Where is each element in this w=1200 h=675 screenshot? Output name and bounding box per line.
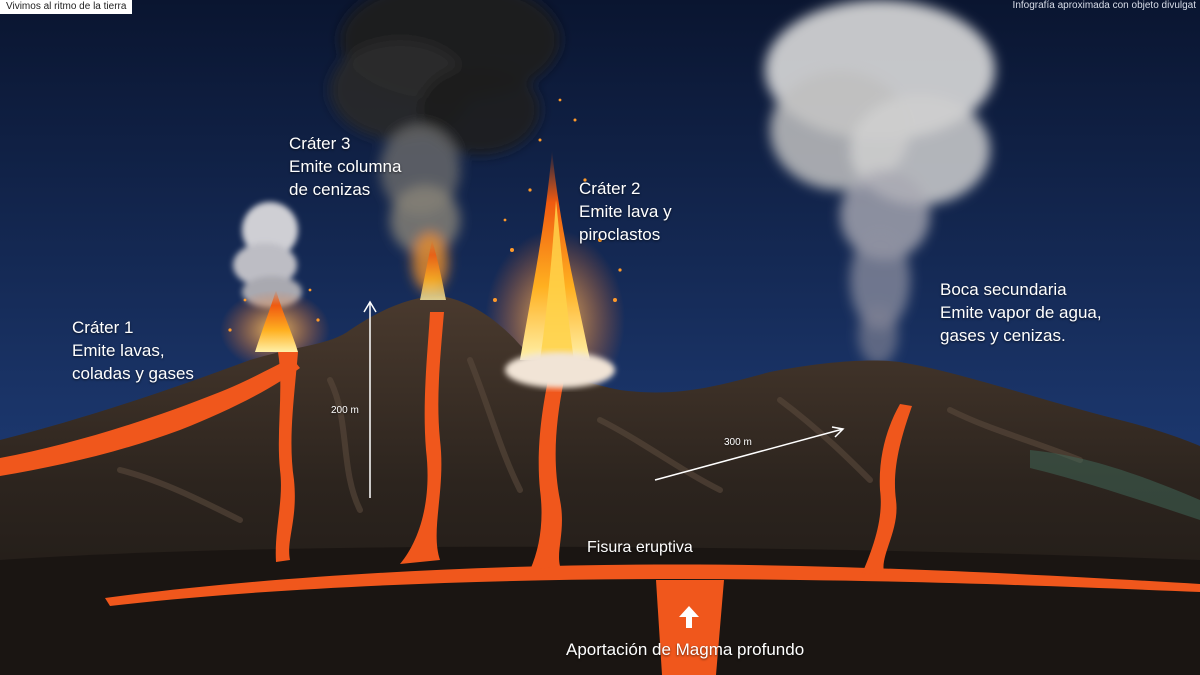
vent-title: Boca secundaria (940, 280, 1067, 299)
magma-dike-1 (275, 352, 298, 562)
magma-dike-2 (400, 312, 444, 564)
crater3-desc-line1: Emite columna (289, 157, 402, 176)
crater3-title: Cráter 3 (289, 134, 351, 153)
height-arrow (363, 300, 377, 498)
credit-note: Infografía aproximada con objeto divulga… (1012, 0, 1196, 11)
fissure-label: Fisura eruptiva (587, 539, 693, 556)
crater2-desc-line1: Emite lava y (579, 202, 672, 221)
rock-texture (117, 357, 1083, 523)
ash-column (330, 0, 560, 292)
crater1-desc-line2: coladas y gases (72, 364, 194, 383)
crater1-title: Cráter 1 (72, 318, 134, 337)
crater1-desc-line1: Emite lavas, (72, 341, 165, 360)
lava-flow (0, 358, 300, 476)
pyroclast-sparks (493, 98, 622, 302)
crater3-desc-line2: de cenizas (289, 180, 371, 199)
moss-patch (1030, 450, 1200, 520)
crater2-lava-fountain (505, 150, 615, 388)
magma-fissure (105, 564, 1200, 606)
magma-dike-4 (862, 404, 912, 574)
crater3-glow (420, 240, 446, 300)
crater2-title: Cráter 2 (579, 179, 641, 198)
width-arrow (654, 426, 845, 481)
publisher-badge: Vivimos al ritmo de la tierra (0, 0, 133, 14)
crater1-eruption (228, 288, 320, 352)
steam-plume (765, 0, 995, 365)
crater2-label: Cráter 2 Emite lava y piroclastos (579, 177, 672, 246)
vent-label: Boca secundaria Emite vapor de agua, gas… (940, 278, 1102, 347)
crater3-label: Cráter 3 Emite columna de cenizas (289, 132, 401, 201)
vent-desc-line2: gases y cenizas. (940, 326, 1066, 345)
crater2-desc-line2: piroclastos (579, 225, 661, 244)
vent-desc-line1: Emite vapor de agua, (940, 303, 1102, 322)
magma-dike-3 (530, 380, 564, 570)
magma-label: Aportación de Magma profundo (566, 640, 805, 659)
arrow-up-icon (679, 606, 699, 628)
height-measure-label: 200 m (331, 405, 359, 416)
crater1-label: Cráter 1 Emite lavas, coladas y gases (72, 316, 194, 385)
width-measure-label: 300 m (724, 437, 752, 448)
